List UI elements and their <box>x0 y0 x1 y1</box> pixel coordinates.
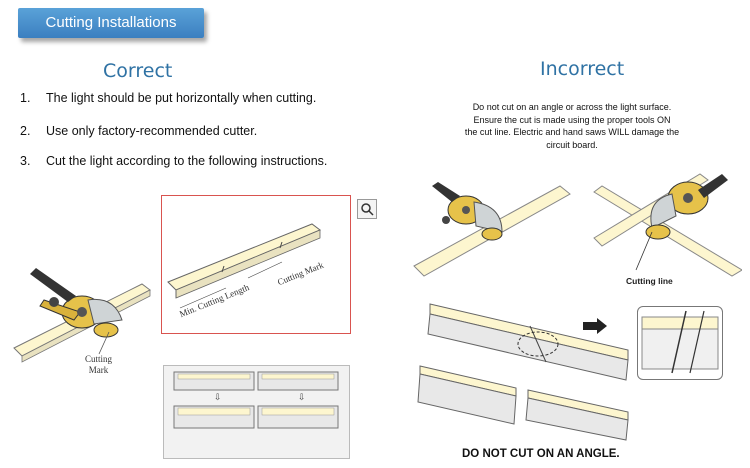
svg-text:⇩: ⇩ <box>298 393 306 403</box>
label-line: Cutting <box>85 354 113 364</box>
cutting-line-label: Cutting line <box>626 276 673 286</box>
instruction-item-1: 1. The light should be put horizontally w… <box>20 91 316 105</box>
arrow-right-icon <box>583 318 607 334</box>
instruction-text: The light should be put horizontally whe… <box>46 91 317 105</box>
instruction-number: 3. <box>20 154 31 168</box>
warning-line: Do not cut on an angle or across the lig… <box>472 102 672 112</box>
zoomed-cut-diagram <box>641 310 719 374</box>
incorrect-cutter-illustration-left <box>413 182 571 277</box>
instruction-text: Use only factory-recommended cutter. <box>46 124 258 138</box>
label-line: Mark <box>88 365 109 375</box>
svg-text:⇩: ⇩ <box>214 393 222 403</box>
angled-cut-strip-diagram <box>417 303 629 441</box>
strip-sequence-box: ⇩ ⇩ <box>163 365 350 459</box>
instruction-text: Cut the light according to the following… <box>46 154 328 168</box>
incorrect-cutter-illustration-right <box>593 173 742 277</box>
warning-line: Ensure the cut is made using the proper … <box>473 114 671 125</box>
section-header-tab: Cutting Installations <box>18 8 204 38</box>
warning-line: circuit board. <box>546 139 598 150</box>
instruction-number: 2. <box>20 124 31 138</box>
correct-cutter-illustration <box>13 268 151 363</box>
zoomed-cut-detail <box>637 306 723 380</box>
incorrect-warning-text: Do not cut on an angle or across the lig… <box>443 101 701 151</box>
instruction-item-3: 3. Cut the light according to the followi… <box>20 154 327 168</box>
incorrect-heading: Incorrect <box>540 58 625 80</box>
cutting-mark-diagram-frame <box>161 195 351 334</box>
instruction-item-2: 2. Use only factory-recommended cutter. <box>20 124 257 138</box>
zoom-icon[interactable] <box>357 199 377 219</box>
strip-diagram <box>167 223 321 309</box>
correct-heading: Correct <box>103 60 173 82</box>
pointer-line <box>98 331 110 355</box>
bottom-warning-text: DO NOT CUT ON AN ANGLE. <box>462 448 620 460</box>
strip-sequence-diagram: ⇩ ⇩ <box>173 371 339 429</box>
instruction-number: 1. <box>20 91 31 105</box>
cutting-mark-label-left: Cutting Mark <box>85 354 112 376</box>
warning-line: the cut line. Electric and hand saws WIL… <box>464 127 680 137</box>
